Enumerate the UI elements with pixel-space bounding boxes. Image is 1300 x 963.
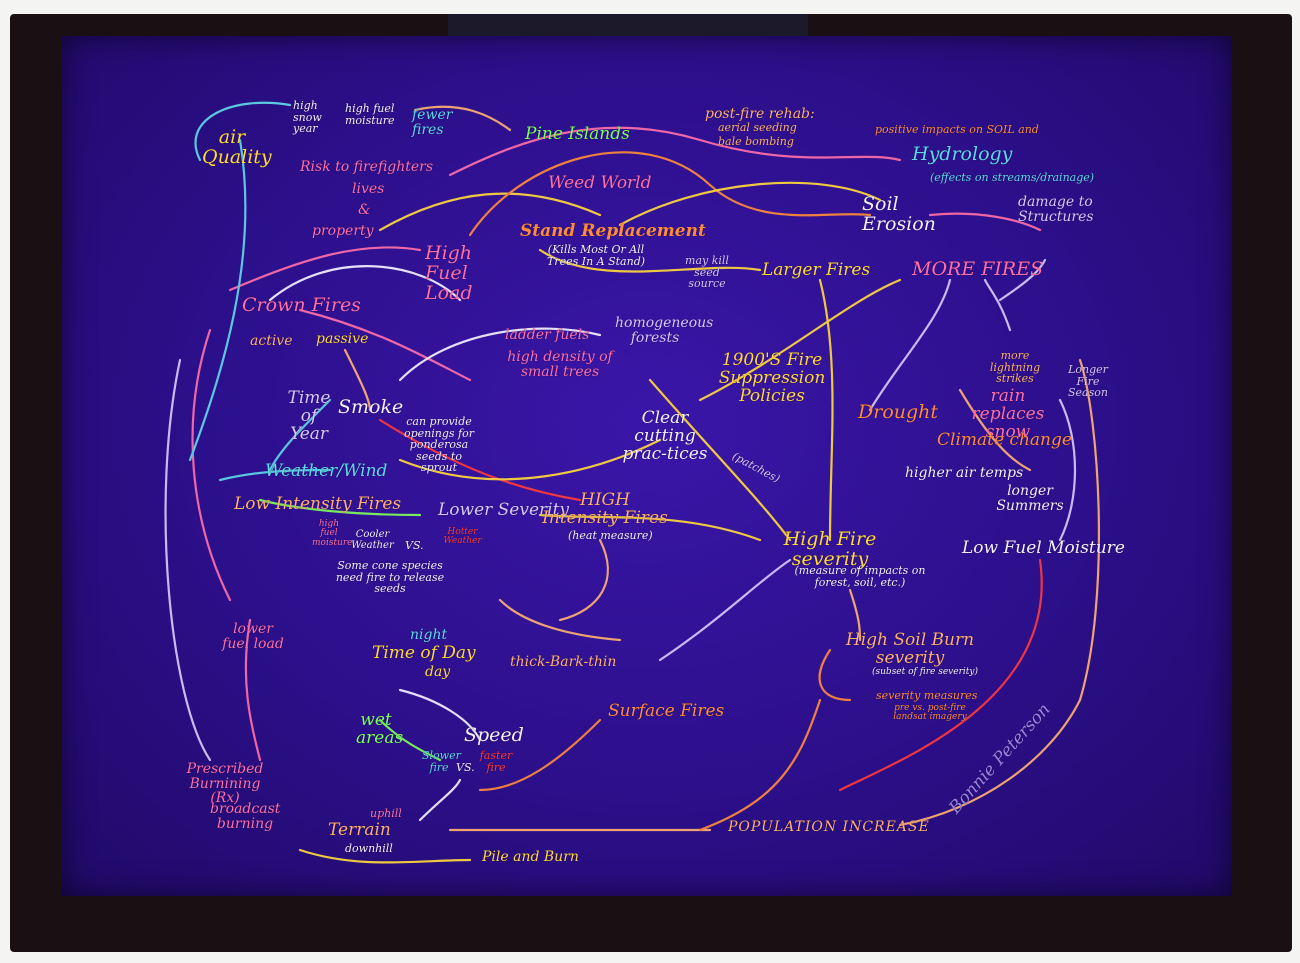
label-high-snow-year: high snow year: [293, 99, 322, 136]
label-positive-impacts: positive impacts on SOIL and: [875, 123, 1039, 136]
label-high-density: high density of small trees: [507, 349, 613, 380]
label-pre-post-fire: pre vs. post-fire landsat imagery: [893, 703, 967, 723]
label-fewer-fires: fewer fires: [412, 107, 453, 138]
label-fire-suppression: 1900'S Fire Suppression Policies: [718, 350, 826, 406]
label-may-kill-seed: may kill seed source: [685, 254, 729, 291]
label-surface-fires: Surface Fires: [608, 701, 725, 721]
label-hydrology: Hydrology: [912, 143, 1013, 165]
label-soil-erosion: Soil Erosion: [862, 193, 936, 235]
label-more-lightning: more lightning strikes: [989, 349, 1041, 386]
label-low-intensity-fires: Low Intensity Fires: [234, 494, 402, 514]
label-climate-change: Climate change: [937, 430, 1072, 450]
label-ladder-fuels: ladder fuels: [505, 327, 590, 343]
label-rain-replaces-snow: rain replaces snow: [971, 386, 1045, 442]
label-prescribed-burning: Prescribed Burnining (Rx): [186, 761, 264, 807]
label-high-soil-burn: High Soil Burn severity: [845, 630, 975, 668]
label-damage-structures: damage to Structures: [1018, 194, 1094, 225]
label-faster-fire: faster fire: [479, 749, 513, 774]
quilt-panel: [62, 36, 1232, 896]
label-cooler-weather: Cooler Weather: [351, 529, 394, 551]
label-vs-speed: VS.: [456, 761, 475, 774]
label-higher-air-temps: higher air temps: [905, 465, 1024, 481]
label-longer-fire-season: Longer Fire Season: [1068, 363, 1108, 400]
label-active: active: [250, 333, 293, 349]
label-speed: Speed: [464, 724, 524, 746]
label-weather-wind: Weather/Wind: [265, 461, 388, 481]
label-lower-severity: Lower Severity: [438, 500, 570, 520]
label-severity-measures: severity measures: [876, 689, 978, 702]
label-high-fire-severity: High Fire severity: [783, 528, 877, 570]
label-subset-fire: (subset of fire severity): [872, 667, 978, 677]
label-homogeneous-forests: homogeneous forests: [615, 315, 714, 346]
label-time-of-day: Time of Day: [372, 643, 476, 663]
label-bale-bombing: bale bombing: [718, 135, 794, 148]
label-smoke: Smoke: [338, 396, 404, 418]
label-day: day: [425, 664, 451, 680]
label-drought: Drought: [858, 401, 939, 423]
label-property: property: [312, 223, 374, 239]
label-cone-species: Some cone species need fire to release s…: [335, 559, 445, 596]
label-population-increase: POPULATION INCREASE: [728, 819, 930, 835]
label-effects-streams: (effects on streams/drainage): [930, 171, 1095, 184]
label-wet-areas: wet areas: [356, 710, 404, 748]
label-larger-fires: Larger Fires: [762, 260, 871, 280]
label-aerial-seeding: aerial seeding: [718, 121, 797, 134]
label-high-fuel-moisture-top: high fuel moisture: [345, 102, 395, 127]
label-heat-measure: (heat measure): [568, 529, 653, 542]
label-post-fire-rehab: post-fire rehab:: [705, 106, 815, 122]
label-more-fires: MORE FIRES: [912, 258, 1044, 280]
label-measure-impacts: (measure of impacts on forest, soil, etc…: [794, 564, 926, 589]
label-pine-islands: Pine Islands: [525, 124, 630, 144]
label-high-fuel-load: High Fuel Load: [425, 242, 473, 304]
label-and-sign: &: [358, 202, 371, 218]
label-time-of-year: Time of Year: [287, 388, 331, 444]
label-crown-fires: Crown Fires: [242, 294, 361, 316]
label-high-fuel-moisture: high fuel moisture: [312, 519, 353, 548]
label-low-fuel-moisture: Low Fuel Moisture: [962, 538, 1125, 558]
label-longer-summers: longer Summers: [996, 483, 1064, 514]
label-downhill: downhill: [345, 842, 393, 855]
label-thick-bark-thin: thick-Bark-thin: [510, 654, 617, 670]
label-vs: VS.: [405, 539, 424, 552]
label-lives: lives: [352, 181, 385, 197]
label-broadcast-burning: broadcast burning: [210, 801, 281, 832]
label-pile-and-burn: Pile and Burn: [482, 849, 579, 865]
label-clear-cutting: Clear cutting prac-tices: [622, 408, 708, 464]
label-terrain: Terrain: [328, 820, 391, 840]
label-can-provide: can provide openings for ponderosa seeds…: [404, 415, 474, 475]
label-uphill: uphill: [370, 807, 402, 820]
label-risk-firefighters: Risk to firefighters: [300, 159, 434, 175]
label-night: night: [410, 627, 448, 643]
label-kills-trees: (Kills Most Or All Trees In A Stand): [546, 243, 646, 268]
label-slower-fire: Slower fire: [422, 749, 461, 774]
label-passive: passive: [316, 331, 369, 347]
label-air-quality: air Quality: [202, 126, 272, 168]
label-stand-replacement: Stand Replacement: [520, 221, 706, 241]
label-weed-world: Weed World: [548, 173, 652, 193]
label-hotter-weather: Hotter Weather: [443, 527, 482, 547]
label-lower-fuel-load: lower fuel load: [222, 621, 284, 652]
label-high-intensity-fires: HIGH Intensity Fires: [542, 490, 668, 528]
